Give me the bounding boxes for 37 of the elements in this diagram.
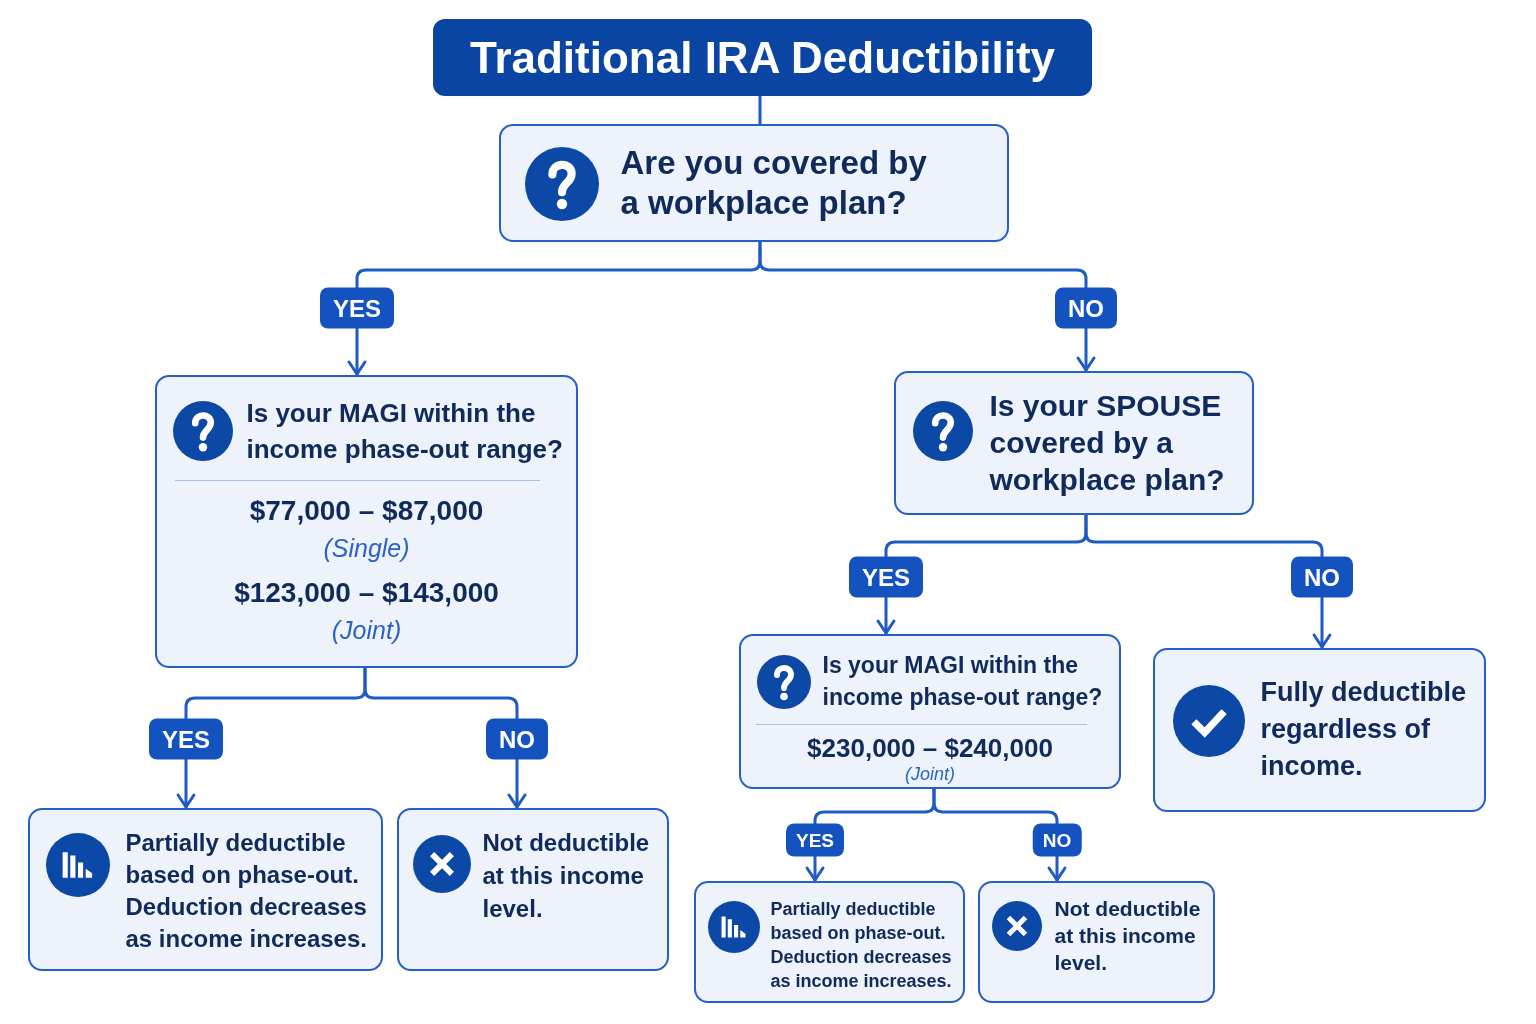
income-range: $230,000 – $240,000 [807,732,1053,764]
decision-box [739,634,1121,789]
edge-label: NO [1055,287,1117,329]
question-text: Is your MAGI within the income phase-out range? [822,650,1104,712]
edge-label: NO [486,718,548,760]
title-banner [433,19,1092,96]
title-text: Traditional IRA Deductibility [469,31,1056,84]
connector-arrow [1084,515,1332,649]
edge-label: NO [1291,556,1353,598]
decision-box [499,124,1009,242]
result-text: Not deductible at this income level. [1054,895,1202,976]
edge-label: NO [1032,823,1082,857]
connector-arrow [758,242,1096,372]
decision-box [155,375,578,668]
result-box [694,881,965,1003]
question-text: Is your SPOUSE covered by a workplace plan? [989,387,1226,498]
result-text: Partially deductible based on phase-out. Deduction decreases as income increases. [125,827,368,954]
edge-label: YES [849,556,923,598]
result-text: Not deductible at this income level. [482,827,651,924]
filing-status: (Joint) [905,763,955,785]
result-text: Fully deductible regardless of income. [1260,675,1468,783]
decision-box [894,371,1254,515]
result-box [978,881,1215,1003]
edge-label: YES [149,718,223,760]
filing-status: (Single) [323,532,410,564]
result-box [1153,648,1486,812]
income-range: $123,000 – $143,000 [234,575,499,610]
edge-label: YES [786,823,844,857]
edge-label: YES [320,287,394,329]
result-box [397,808,669,971]
question-text: Is your MAGI within the income phase-out range? [246,396,564,466]
result-text: Partially deductible based on phase-out. Deduction decreases as income increases. [770,897,953,993]
connector-line [758,96,762,124]
income-range: $77,000 – $87,000 [249,493,484,528]
result-box [28,808,383,971]
question-text: Are you covered by a workplace plan? [620,142,928,223]
filing-status: (Joint) [331,614,402,646]
